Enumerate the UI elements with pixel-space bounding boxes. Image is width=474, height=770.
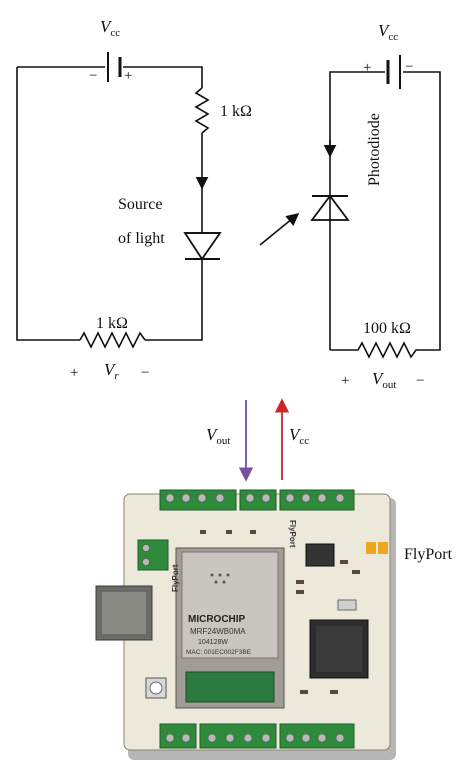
left-left-wire	[16, 67, 80, 341]
screw-top-9	[317, 493, 327, 503]
crystal	[337, 599, 357, 611]
left-resistor-top-label: 1 kΩ	[220, 103, 252, 120]
left-top-wire-right	[123, 66, 203, 88]
flyport-label: FlyPort	[404, 546, 453, 563]
screw-top-1	[165, 493, 175, 503]
screw-top-6	[261, 493, 271, 503]
silk-flyport-label: FlyPort	[171, 564, 180, 592]
screw-bottom-10	[335, 733, 345, 743]
signal-arrows: Vout Vcc	[206, 398, 309, 482]
left-resistor-bottom-label: 1 kΩ	[96, 315, 128, 332]
shield-hole-5	[222, 580, 226, 584]
right-battery-minus: −	[405, 59, 413, 75]
smd-part-3	[340, 560, 348, 564]
left-right-wire-down	[145, 259, 203, 341]
left-battery-plus: +	[124, 68, 132, 84]
wifi-module-shield	[181, 551, 279, 659]
photodiode-label: Photodiode	[366, 113, 383, 186]
mcu-chip-top	[316, 626, 362, 672]
usb-connector-shell	[102, 592, 146, 634]
shield-hole-4	[214, 580, 218, 584]
screw-top-7	[285, 493, 295, 503]
reset-button-cap	[149, 681, 163, 695]
smd-part-7	[200, 530, 206, 534]
screw-bottom-6	[261, 733, 271, 743]
chip-code-label: 104128W	[198, 639, 228, 646]
left-circuit: Vcc − + 1 kΩ Source of light 1 kΩ + Vr −	[16, 17, 252, 382]
source-label-line2: of light	[118, 230, 165, 247]
smd-part-5	[300, 690, 308, 694]
right-left-wire	[329, 71, 385, 350]
right-battery-plus: +	[363, 60, 371, 76]
smd-part-9	[250, 530, 256, 534]
smd-part-8	[226, 530, 232, 534]
status-led-1	[366, 542, 376, 554]
right-right-wire	[403, 71, 441, 351]
right-resistor-label: 100 kΩ	[363, 320, 411, 337]
smd-part-2	[296, 590, 304, 594]
screw-top-3	[197, 493, 207, 503]
screw-bottom-4	[225, 733, 235, 743]
screw-bottom-7	[285, 733, 295, 743]
light-ray-arrow	[259, 212, 300, 246]
screw-left-2	[142, 558, 150, 566]
left-resistor-bottom	[79, 331, 146, 349]
terminal-block-top-2	[239, 489, 277, 511]
left-vcc-label: Vcc	[100, 17, 120, 39]
shield-hole-2	[218, 573, 222, 577]
silk-flyport-label-2: FlyPort	[288, 520, 297, 548]
shield-hole-1	[210, 573, 214, 577]
screw-top-10	[335, 493, 345, 503]
vcc-signal-label: Vcc	[289, 425, 309, 447]
bottom-terminal-blocks	[159, 723, 355, 749]
screw-bottom-9	[317, 733, 327, 743]
top-terminal-blocks	[159, 489, 355, 511]
right-vcc-label: Vcc	[378, 21, 398, 43]
chip-brand-label: MICROCHIP	[188, 614, 246, 625]
terminal-block-bottom-1	[159, 723, 197, 749]
shield-hole-3	[226, 573, 230, 577]
right-bottom-minus: −	[416, 373, 424, 389]
smd-part-1	[296, 580, 304, 584]
right-bottom-plus: +	[341, 373, 349, 389]
vout-signal-label: Vout	[206, 425, 230, 447]
terminal-block-left	[137, 539, 169, 571]
screw-top-5	[245, 493, 255, 503]
screw-bottom-3	[207, 733, 217, 743]
screw-top-8	[301, 493, 311, 503]
source-label-line1: Source	[118, 196, 162, 213]
antenna-area	[185, 671, 275, 703]
vr-label: Vr	[104, 360, 119, 382]
screw-left-1	[142, 544, 150, 552]
right-resistor	[330, 341, 420, 359]
status-led-2	[378, 542, 388, 554]
terminal-block-top-3	[279, 489, 355, 511]
voltage-regulator	[305, 543, 335, 567]
screw-bottom-1	[165, 733, 175, 743]
screw-bottom-5	[243, 733, 253, 743]
left-bottom-plus: +	[70, 365, 78, 381]
vout-right-label: Vout	[372, 369, 396, 391]
screw-bottom-8	[301, 733, 311, 743]
left-battery-minus: −	[89, 68, 97, 84]
right-circuit: Vcc + − Photodiode 100 kΩ + Vout −	[310, 21, 441, 391]
screw-top-2	[181, 493, 191, 503]
photodiode-triangle	[310, 194, 350, 221]
screw-bottom-2	[181, 733, 191, 743]
left-resistor-top	[194, 87, 210, 134]
led-triangle	[183, 232, 222, 261]
chip-model-label: MRF24WB0MA	[190, 627, 246, 636]
flyport-board: MICROCHIP MRF24WB0MA 104128W MAC: 001EC0…	[95, 489, 396, 760]
smd-part-4	[352, 570, 360, 574]
screw-top-4	[215, 493, 225, 503]
chip-mac-label: MAC: 001EC002F3BE	[186, 649, 252, 656]
left-bottom-minus: −	[141, 365, 149, 381]
smd-part-6	[330, 690, 338, 694]
